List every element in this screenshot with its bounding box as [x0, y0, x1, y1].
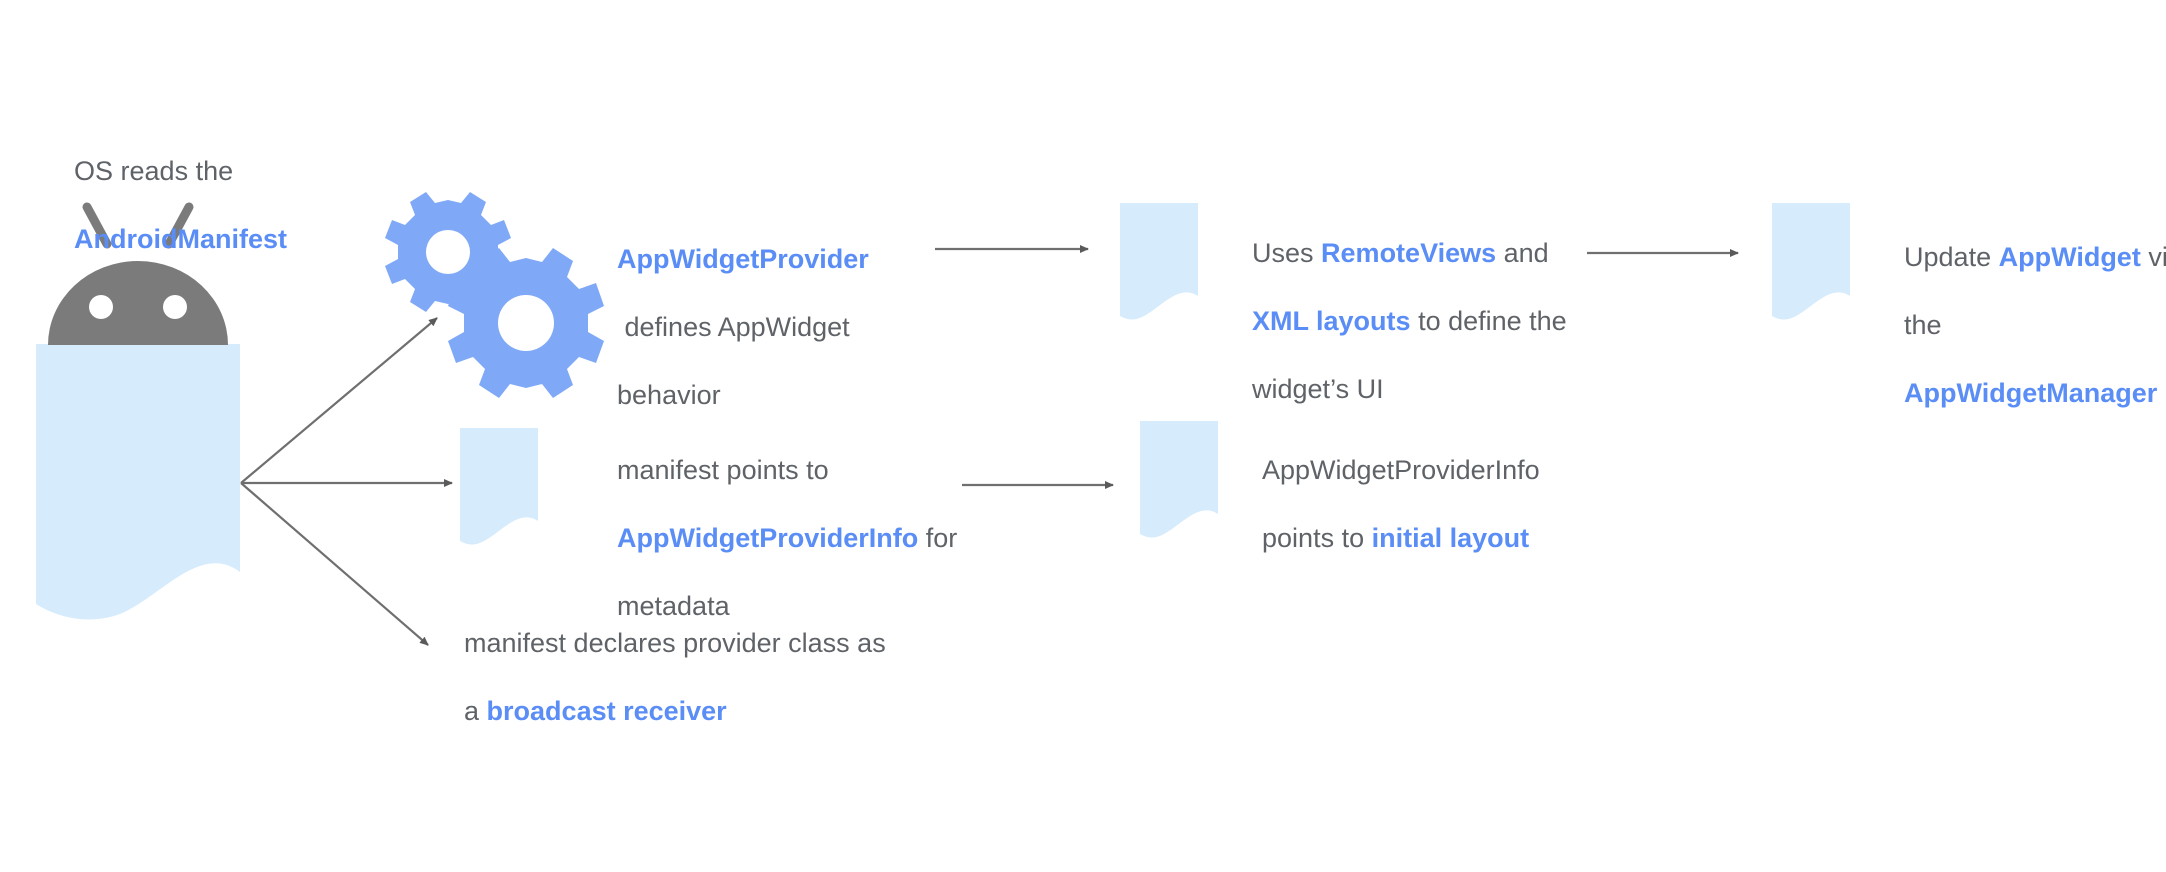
initial-layout-seg1: AppWidgetProviderInfo — [1262, 455, 1540, 485]
remoteviews-seg1: Uses — [1252, 238, 1322, 268]
appwidgetprovider-caption: AppWidgetProvider defines AppWidget beha… — [587, 208, 917, 446]
providerinfo-caption: manifest points to AppWidgetProviderInfo… — [587, 419, 987, 657]
appwidgetmanager-seg1: Update — [1904, 242, 1999, 272]
providerinfo-seg3: metadata — [617, 591, 730, 621]
remoteviews-seg2: and — [1496, 238, 1549, 268]
appwidget-keyword: AppWidget — [1998, 242, 2141, 272]
initial-layout-seg2: points to — [1262, 523, 1372, 553]
gears-icon — [385, 192, 604, 398]
remoteviews-caption: Uses RemoteViews and XML layouts to defi… — [1222, 202, 1572, 440]
remoteviews-document-shape — [1120, 203, 1198, 320]
android-manifest-keyword: AndroidManifest — [74, 224, 288, 254]
appwidgetmanager-seg3: the — [1904, 310, 1942, 340]
appwidgetmanager-seg2: via — [2148, 242, 2166, 272]
providerinfo-document-shape — [460, 428, 538, 545]
manifest-document-shape — [36, 344, 240, 620]
android-robot-icon — [48, 202, 228, 345]
broadcast-receiver-keyword: broadcast receiver — [486, 696, 727, 726]
arrow-manifest-to-provider — [240, 317, 438, 484]
appwidgetprovider-keyword: AppWidgetProvider — [617, 244, 869, 274]
initial-layout-caption: AppWidgetProviderInfo points to initial … — [1232, 419, 1592, 589]
appwidgetmanager-document-shape — [1772, 203, 1850, 320]
os-reads-caption: OS reads the AndroidManifest — [44, 120, 344, 290]
providerinfo-seg1: manifest points to — [617, 455, 829, 485]
initial-layout-keyword: initial layout — [1371, 523, 1530, 553]
appwidgetprovider-line3: behavior — [617, 380, 721, 410]
appwidgetprovider-line2: defines AppWidget — [617, 312, 850, 342]
providerinfo-seg2: for — [918, 523, 958, 553]
remoteviews-seg3: to define the — [1410, 306, 1567, 336]
appwidgetproviderinfo-keyword: AppWidgetProviderInfo — [617, 523, 919, 553]
edge-arrows — [240, 245, 1739, 646]
remoteviews-keyword: RemoteViews — [1321, 238, 1497, 268]
xml-layouts-keyword: XML layouts — [1252, 306, 1411, 336]
broadcast-receiver-seg2: a — [464, 696, 487, 726]
appwidgetmanager-caption: Update AppWidget via the AppWidgetManage… — [1874, 206, 2166, 444]
broadcast-receiver-seg1: manifest declares provider class as — [464, 628, 886, 658]
os-reads-line1: OS reads the — [74, 156, 234, 186]
broadcast-receiver-caption: manifest declares provider class as a br… — [434, 592, 914, 762]
initial-layout-document-shape — [1140, 421, 1218, 538]
appwidgetmanager-keyword: AppWidgetManager — [1904, 378, 2158, 408]
remoteviews-seg4: widget’s UI — [1252, 374, 1384, 404]
arrow-manifest-to-broadcast-receiver — [240, 482, 429, 646]
